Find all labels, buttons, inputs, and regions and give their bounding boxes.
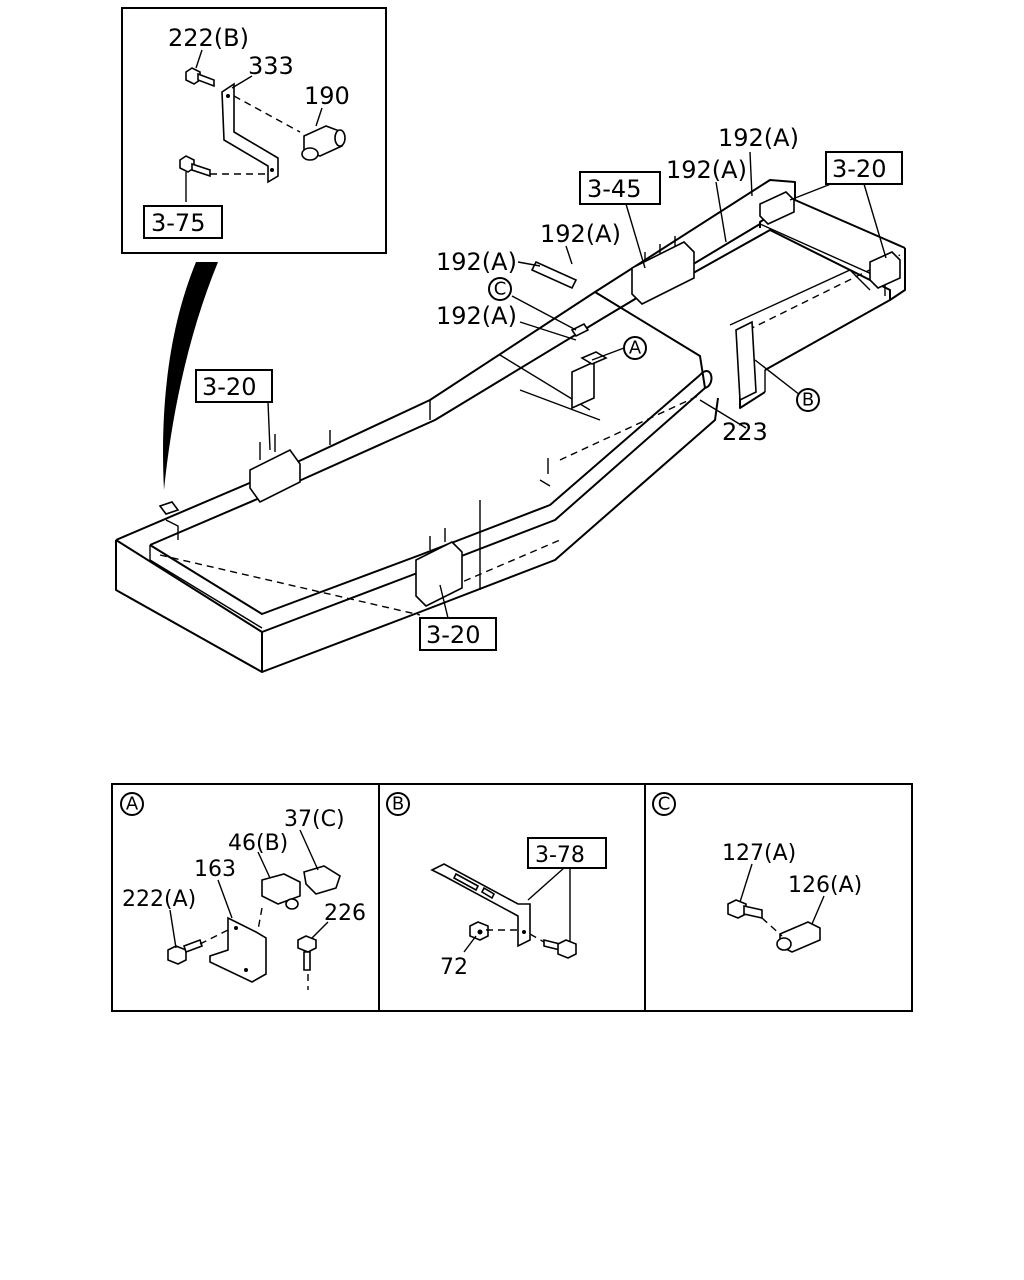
detail-b-ref-label: 3-78 (535, 843, 585, 868)
inset-bolt-top-icon (185, 67, 215, 88)
ref-3-20-right-box (825, 151, 903, 185)
valve-bottom-icon (415, 528, 463, 607)
detail-a-tee-label: 46(B) (228, 831, 288, 856)
inset-bolt-top-label: 222(B) (168, 24, 249, 52)
pipe-stub-icon (530, 260, 578, 290)
valve-rear-icon (631, 236, 695, 305)
detail-c-marker: C (658, 794, 671, 815)
ref-3-45-box (579, 171, 661, 205)
detail-b-nut-icon (469, 921, 489, 941)
frame-223-label: 223 (722, 418, 768, 446)
ref-3-20-left-label: 3-20 (202, 373, 256, 401)
detail-b-bolt-icon (543, 938, 577, 959)
marker-c-circle (488, 277, 512, 301)
detail-a-bracket-icon (209, 916, 267, 983)
detail-a-elbow-icon (303, 865, 341, 895)
ref-3-45-label: 3-45 (587, 175, 641, 203)
marker-c-label: C (494, 279, 507, 300)
detail-c-elbow-label: 126(A) (788, 873, 862, 898)
detail-panel-b: B 3-78 72 (386, 792, 607, 980)
inset-ref-label: 3-75 (151, 209, 205, 237)
detail-a-bolt2-icon (297, 935, 317, 971)
fitting-rear-top-icon (759, 191, 795, 225)
inset-bolt-lower-icon (179, 155, 211, 178)
chassis-frame (115, 179, 906, 673)
detail-b-bracket-icon (430, 863, 531, 948)
marker-b-circle (796, 388, 820, 412)
fitting-rear-right-icon (869, 251, 901, 289)
front-clip-icon (158, 501, 180, 540)
inset-pointer (163, 262, 218, 490)
pipe-192a-label-4: 192(A) (436, 248, 517, 276)
ref-3-20-bottom-box (419, 617, 497, 651)
ref-3-20-right-label: 3-20 (832, 155, 886, 183)
detail-a-tee-icon (261, 873, 301, 910)
inset-detail: 222(B) 333 190 3-75 (121, 7, 387, 254)
detail-a-bolt-label: 222(A) (122, 887, 196, 912)
b-bracket-icon (735, 320, 757, 402)
clip-c-icon (570, 322, 590, 338)
marker-a-label: A (629, 338, 642, 359)
ref-3-20-bottom-label: 3-20 (426, 621, 480, 649)
detail-a-bracket-label: 163 (194, 857, 236, 882)
inset-fitting-icon (301, 125, 346, 161)
inset-fitting-label: 190 (304, 82, 350, 110)
pipe-192a-label-1: 192(A) (718, 124, 799, 152)
detail-c-bolt-label: 127(A) (722, 841, 796, 866)
detail-c-elbow-icon (776, 921, 821, 953)
pipe-192a-label-3: 192(A) (540, 220, 621, 248)
inset-ref-box (143, 205, 223, 239)
marker-b-label: B (802, 390, 814, 411)
detail-a-marker: A (126, 794, 139, 815)
detail-a-elbow-label: 37(C) (284, 807, 345, 832)
bracket-a-icon (571, 351, 608, 410)
pipe-192a-label-5: 192(A) (436, 302, 517, 330)
pipe-192a-label-2: 192(A) (666, 156, 747, 184)
detail-b-nut-label: 72 (440, 955, 468, 980)
valve-left-icon (249, 434, 301, 504)
detail-b-ref-box (527, 837, 607, 869)
inset-bracket-label: 333 (248, 52, 294, 80)
marker-a-circle (623, 336, 647, 360)
inset-bracket-icon (221, 82, 279, 184)
detail-a-bolt2-label: 226 (324, 901, 366, 926)
main-callouts: 3-20 3-20 3-20 3-45 192(A) 192(A) 192(A)… (195, 124, 903, 651)
detail-panels: A (111, 783, 913, 1012)
detail-b-marker: B (392, 794, 404, 815)
detail-panel-c: C 127(A) 126(A) (652, 792, 862, 953)
ref-3-20-left-box (195, 369, 273, 403)
detail-panel-a: A (120, 792, 366, 990)
